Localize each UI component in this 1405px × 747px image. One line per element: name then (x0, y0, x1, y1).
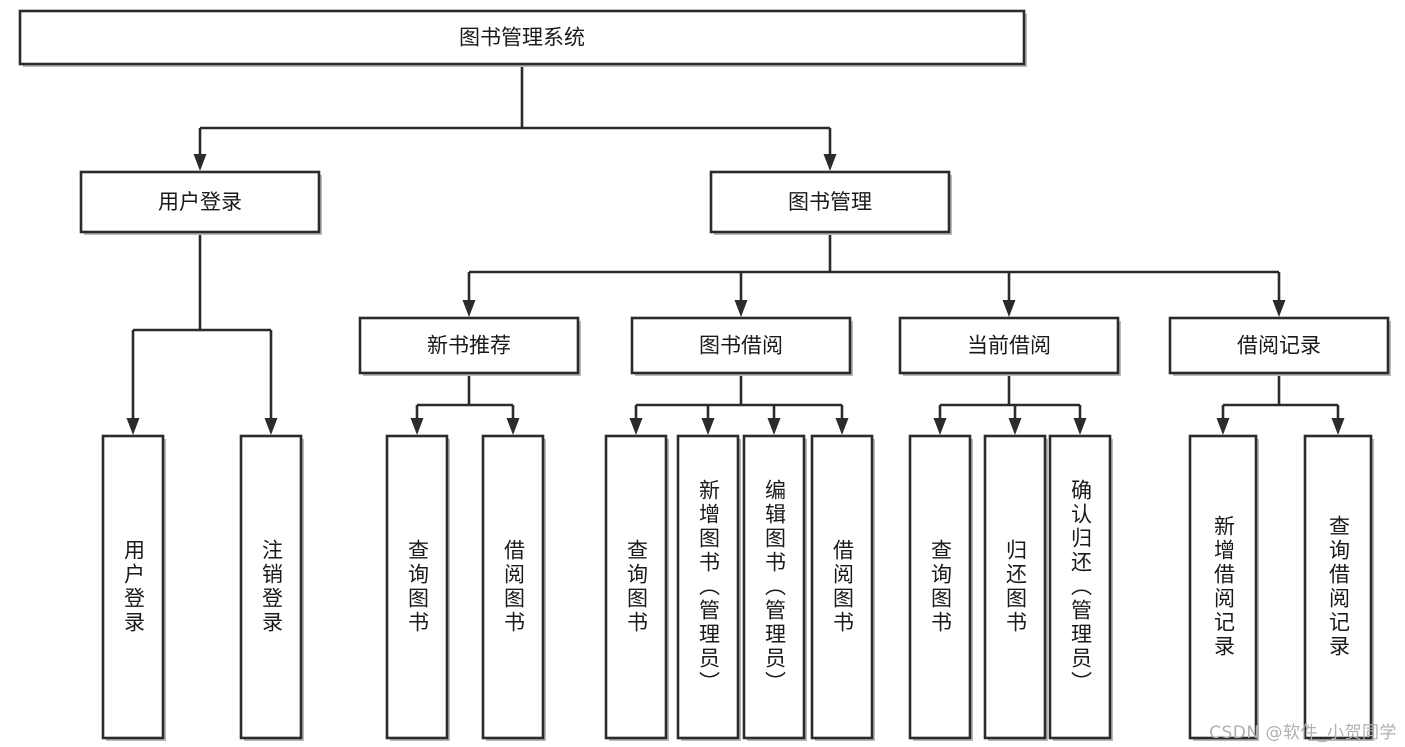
edge-group-图书管理系统 (193, 64, 837, 171)
node-leaf-确认归还管理员[interactable] (1048, 434, 1113, 741)
edge-arrowhead (629, 418, 643, 435)
node-leaf-借阅图书[interactable] (810, 434, 875, 741)
node-l3-借阅记录[interactable] (1168, 316, 1391, 376)
node-box[interactable] (358, 316, 580, 375)
edge-arrowhead (1002, 300, 1016, 317)
node-l3-图书借阅[interactable] (630, 316, 853, 376)
edge-arrowhead (462, 300, 476, 317)
node-l3-新书推荐[interactable] (358, 316, 581, 376)
edge-group-图书管理 (462, 232, 1286, 317)
edge-arrowhead (734, 300, 748, 317)
node-leaf-查询图书[interactable] (385, 434, 450, 741)
node-leaf-查询图书[interactable] (908, 434, 973, 741)
edge-arrowhead (193, 154, 207, 171)
edge-group-当前借阅 (933, 373, 1087, 435)
node-leaf-借阅图书[interactable] (481, 434, 546, 741)
node-leaf-新增图书管理员[interactable] (676, 434, 741, 741)
watermark-text: CSDN @软件_小贺同学 (1209, 723, 1397, 743)
node-leaf-查询图书[interactable] (604, 434, 669, 741)
node-box[interactable] (239, 434, 303, 740)
node-box[interactable] (908, 434, 972, 740)
node-box[interactable] (810, 434, 874, 740)
edge-group-用户登录 (126, 232, 278, 435)
node-label: 图书管理 (788, 190, 872, 214)
node-label: 当前借阅 (967, 334, 1051, 358)
node-box[interactable] (604, 434, 668, 740)
edge-arrowhead (410, 418, 424, 435)
edge-arrowhead (1008, 418, 1022, 435)
node-box[interactable] (101, 434, 165, 740)
node-l2-用户登录[interactable] (79, 170, 322, 235)
edge-group-图书借阅 (629, 373, 849, 435)
node-label: 用户登录 (158, 190, 242, 214)
node-label: 新书推荐 (427, 334, 511, 358)
node-leaf-编辑图书管理员[interactable] (742, 434, 807, 741)
node-box[interactable] (1188, 434, 1258, 740)
node-leaf-新增借阅记录[interactable] (1188, 434, 1259, 741)
node-leaf-注销登录[interactable] (239, 434, 304, 741)
edge-arrowhead (126, 418, 140, 435)
edge-arrowhead (1331, 418, 1345, 435)
node-l2-图书管理[interactable] (709, 170, 952, 235)
edge-arrowhead (1272, 300, 1286, 317)
edge-group-借阅记录 (1216, 373, 1345, 435)
node-box[interactable] (676, 434, 740, 740)
node-box[interactable] (898, 316, 1120, 375)
nodes-layer (18, 9, 1391, 741)
node-box[interactable] (742, 434, 806, 740)
edge-arrowhead (933, 418, 947, 435)
edge-arrowhead (1216, 418, 1230, 435)
node-box[interactable] (630, 316, 852, 375)
node-box[interactable] (1303, 434, 1373, 740)
edge-arrowhead (823, 154, 837, 171)
node-box[interactable] (481, 434, 545, 740)
node-box[interactable] (385, 434, 449, 740)
node-box[interactable] (1168, 316, 1390, 375)
node-box[interactable] (1048, 434, 1112, 740)
edge-arrowhead (701, 418, 715, 435)
node-leaf-归还图书[interactable] (983, 434, 1048, 741)
edge-arrowhead (1073, 418, 1087, 435)
node-root-图书管理系统[interactable] (18, 9, 1027, 67)
edges-layer (126, 64, 1345, 435)
edge-arrowhead (264, 418, 278, 435)
node-label: 借阅记录 (1237, 334, 1321, 358)
edge-group-新书推荐 (410, 373, 520, 435)
edge-arrowhead (835, 418, 849, 435)
node-l3-当前借阅[interactable] (898, 316, 1121, 376)
node-box[interactable] (709, 170, 951, 234)
node-box[interactable] (983, 434, 1047, 740)
node-box[interactable] (79, 170, 321, 234)
node-label: 图书管理系统 (459, 26, 585, 50)
node-box[interactable] (18, 9, 1026, 66)
node-leaf-用户登录[interactable] (101, 434, 166, 741)
edge-arrowhead (506, 418, 520, 435)
node-label: 图书借阅 (699, 334, 783, 358)
edge-arrowhead (767, 418, 781, 435)
node-leaf-查询借阅记录[interactable] (1303, 434, 1374, 741)
